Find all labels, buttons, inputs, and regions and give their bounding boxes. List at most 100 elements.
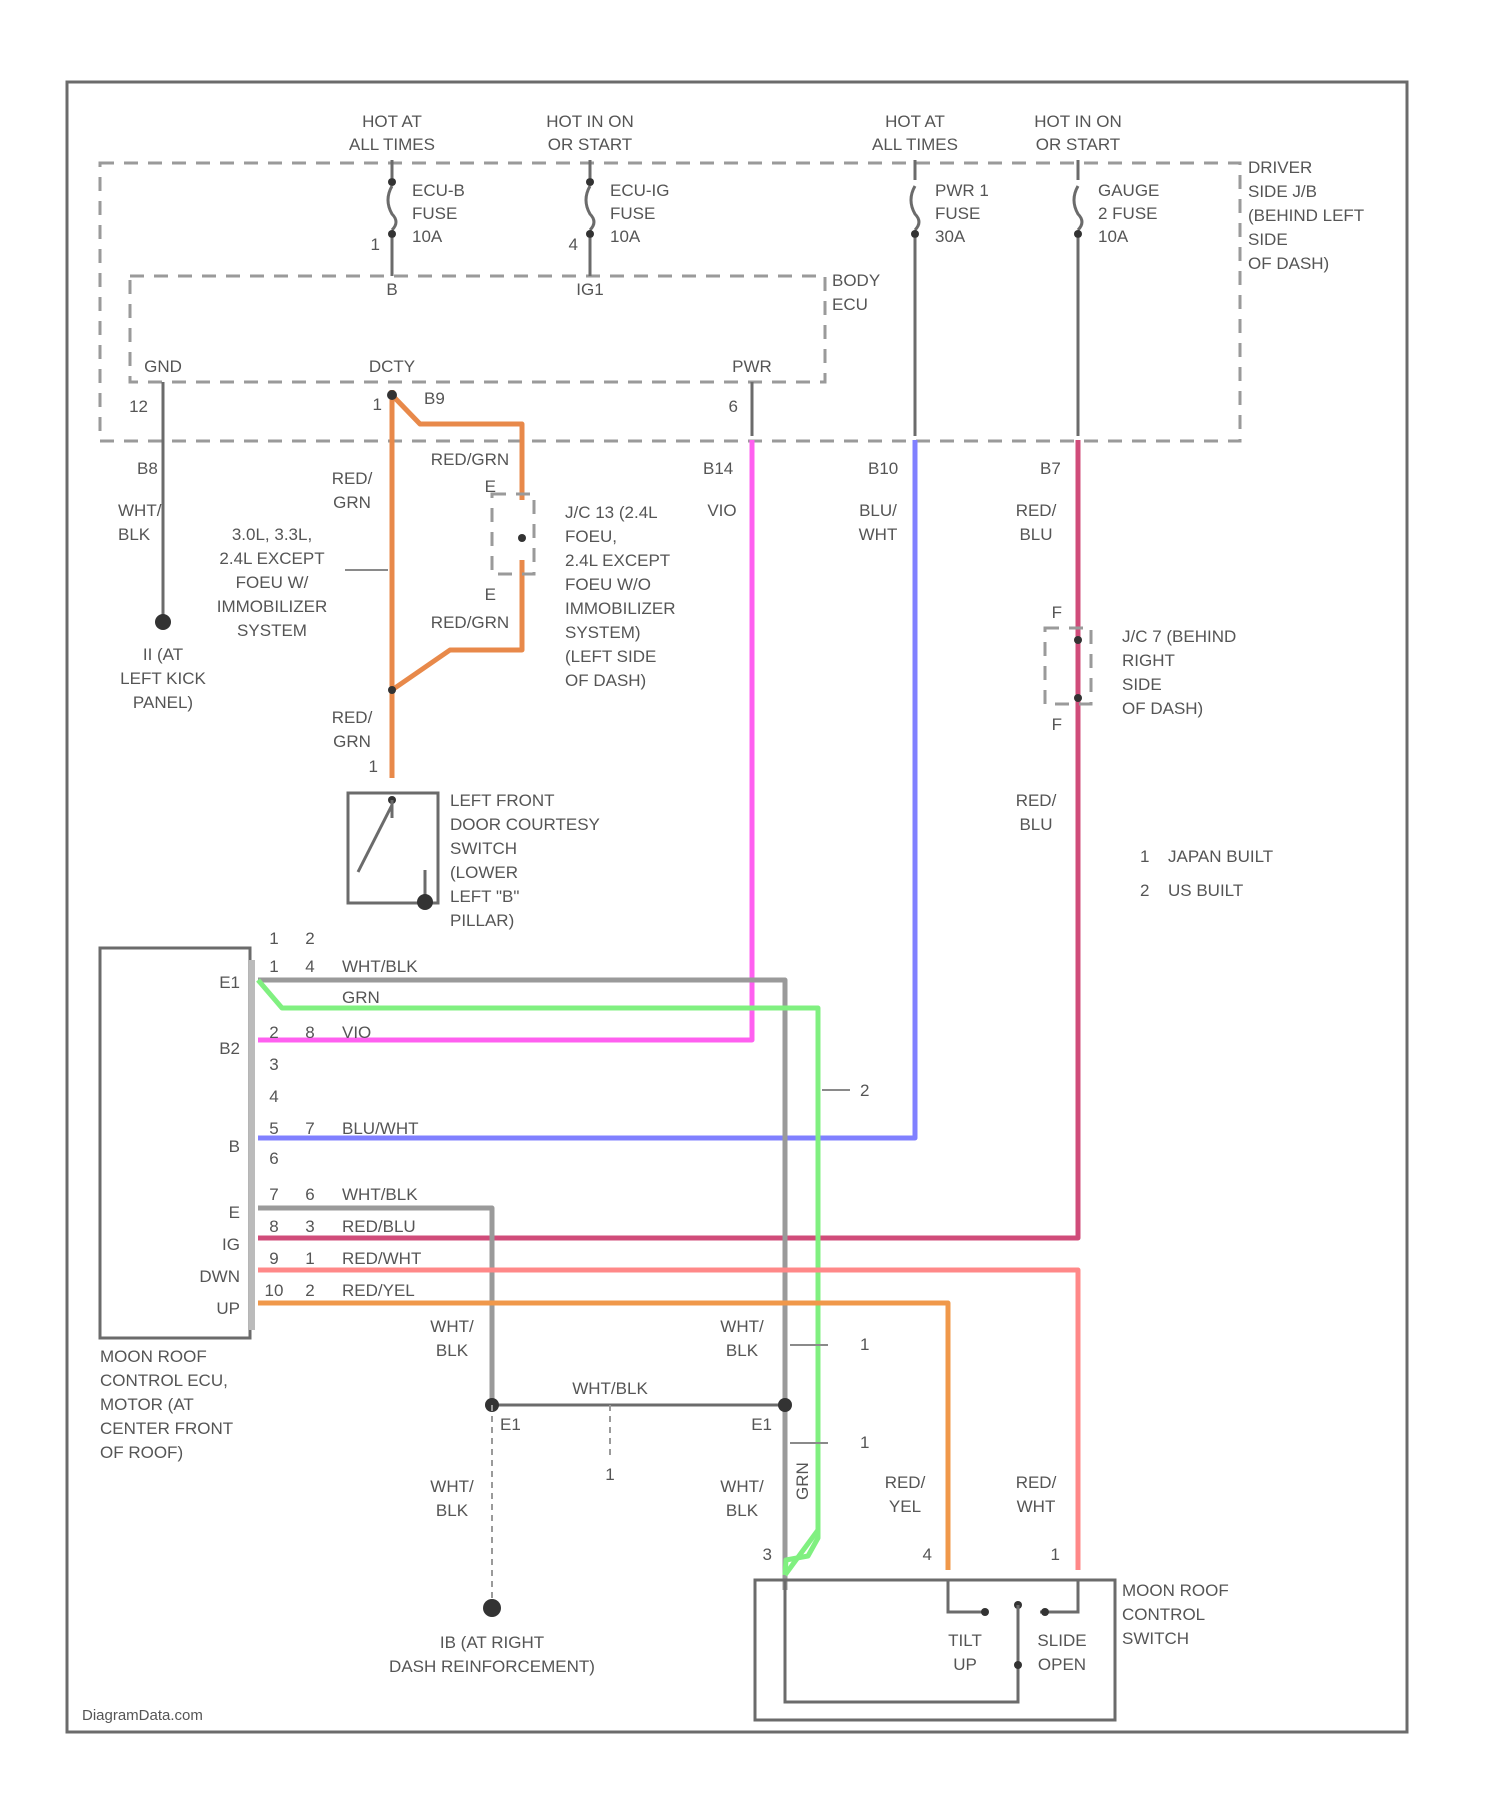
- svg-text:1: 1: [269, 957, 278, 976]
- body-ecu-label: BODY ECU: [832, 271, 880, 314]
- svg-text:VIO: VIO: [342, 1023, 371, 1042]
- svg-text:MOTOR (AT: MOTOR (AT: [100, 1395, 194, 1414]
- red-wht-wire: RED/ WHT 1: [258, 1270, 1078, 1570]
- svg-text:FUSE: FUSE: [610, 204, 655, 223]
- svg-text:10A: 10A: [412, 227, 443, 246]
- svg-text:GRN: GRN: [333, 493, 371, 512]
- svg-text:4: 4: [923, 1545, 932, 1564]
- connector-b14: B14: [703, 459, 733, 478]
- svg-text:CONTROL: CONTROL: [1122, 1605, 1205, 1624]
- svg-text:4: 4: [569, 235, 578, 254]
- svg-text:5: 5: [269, 1119, 278, 1138]
- svg-text:E: E: [485, 585, 496, 604]
- svg-text:2: 2: [269, 1023, 278, 1042]
- svg-text:RED/GRN: RED/GRN: [431, 450, 509, 469]
- ecu-pin-rows: E1 1 4 WHT/BLK GRN B2 2 8 VIO 3 4 B 5 7 …: [199, 957, 421, 1318]
- svg-text:SWITCH: SWITCH: [450, 839, 517, 858]
- svg-text:LEFT "B": LEFT "B": [450, 887, 519, 906]
- svg-text:2.4L EXCEPT: 2.4L EXCEPT: [565, 551, 670, 570]
- svg-text:BLK: BLK: [726, 1341, 759, 1360]
- svg-text:SIDE: SIDE: [1122, 675, 1162, 694]
- svg-text:OPEN: OPEN: [1038, 1655, 1086, 1674]
- vio-wire: VIO: [258, 440, 752, 1040]
- svg-text:ALL TIMES: ALL TIMES: [349, 135, 435, 154]
- svg-text:OR START: OR START: [548, 135, 632, 154]
- build-legend: 1 JAPAN BUILT 2 US BUILT: [1140, 847, 1273, 900]
- svg-text:1: 1: [269, 929, 278, 948]
- svg-text:CENTER FRONT: CENTER FRONT: [100, 1419, 233, 1438]
- svg-text:1: 1: [860, 1433, 869, 1452]
- svg-text:OF DASH): OF DASH): [1122, 699, 1203, 718]
- ground-ii-label: II (AT LEFT KICK PANEL): [120, 645, 206, 712]
- svg-text:LEFT KICK: LEFT KICK: [120, 669, 206, 688]
- svg-text:E: E: [229, 1203, 240, 1222]
- svg-text:BLU: BLU: [1019, 815, 1052, 834]
- connector-b8: B8: [137, 459, 158, 478]
- svg-text:SIDE J/B: SIDE J/B: [1248, 182, 1317, 201]
- svg-text:TILT: TILT: [948, 1631, 982, 1650]
- moon-roof-control-switch: TILT UP SLIDE OPEN MOON ROOF CONTROL SWI…: [755, 1580, 1229, 1720]
- svg-text:1: 1: [1051, 1545, 1060, 1564]
- body-ecu-dcty-terminal: DCTY 1 B9: [369, 357, 445, 414]
- svg-text:ECU-B: ECU-B: [412, 181, 465, 200]
- svg-text:FOEU W/: FOEU W/: [236, 573, 309, 592]
- svg-text:OR START: OR START: [1036, 135, 1120, 154]
- svg-text:SWITCH: SWITCH: [1122, 1629, 1189, 1648]
- svg-text:SLIDE: SLIDE: [1037, 1631, 1086, 1650]
- power-label-hot-in-on-2: HOT IN ON OR START: [1034, 112, 1122, 154]
- svg-text:8: 8: [269, 1217, 278, 1236]
- body-ecu-pwr-terminal: PWR 6: [729, 357, 772, 436]
- driver-side-jb-outline: [100, 163, 1240, 441]
- svg-text:WHT/: WHT/: [720, 1477, 764, 1496]
- svg-text:FOEU,: FOEU,: [565, 527, 617, 546]
- svg-text:OF DASH): OF DASH): [565, 671, 646, 690]
- svg-text:IG1: IG1: [576, 280, 603, 299]
- svg-text:WHT/: WHT/: [430, 1477, 474, 1496]
- svg-text:30A: 30A: [935, 227, 966, 246]
- svg-text:RED/: RED/: [332, 708, 373, 727]
- svg-text:3.0L, 3.3L,: 3.0L, 3.3L,: [232, 525, 312, 544]
- fuse-ecu-b: ECU-B FUSE 10A 1 B: [371, 160, 465, 299]
- svg-text:ALL TIMES: ALL TIMES: [872, 135, 958, 154]
- svg-text:9: 9: [269, 1249, 278, 1268]
- svg-text:WHT/: WHT/: [118, 501, 162, 520]
- svg-text:CONTROL ECU,: CONTROL ECU,: [100, 1371, 228, 1390]
- variant-note-3-0l: 3.0L, 3.3L, 2.4L EXCEPT FOEU W/ IMMOBILI…: [217, 525, 388, 640]
- svg-text:3: 3: [305, 1217, 314, 1236]
- svg-text:WHT/: WHT/: [720, 1317, 764, 1336]
- svg-text:UP: UP: [216, 1299, 240, 1318]
- svg-text:GND: GND: [144, 357, 182, 376]
- svg-text:SYSTEM): SYSTEM): [565, 623, 641, 642]
- svg-text:HOT AT: HOT AT: [362, 112, 422, 131]
- svg-text:YEL: YEL: [889, 1497, 921, 1516]
- svg-text:J/C 7 (BEHIND: J/C 7 (BEHIND: [1122, 627, 1236, 646]
- svg-text:E: E: [485, 477, 496, 496]
- svg-text:FUSE: FUSE: [412, 204, 457, 223]
- svg-text:3: 3: [269, 1055, 278, 1074]
- svg-text:B: B: [386, 280, 397, 299]
- watermark: DiagramData.com: [82, 1707, 203, 1724]
- svg-text:IMMOBILIZER: IMMOBILIZER: [217, 597, 328, 616]
- power-label-hot-at-all-times-2: HOT AT ALL TIMES: [872, 112, 958, 154]
- svg-text:B9: B9: [424, 389, 445, 408]
- svg-text:OF DASH): OF DASH): [1248, 254, 1329, 273]
- svg-text:IMMOBILIZER: IMMOBILIZER: [565, 599, 676, 618]
- svg-text:BLU: BLU: [1019, 525, 1052, 544]
- svg-text:WHT/BLK: WHT/BLK: [572, 1379, 648, 1398]
- svg-text:J/C 13 (2.4L: J/C 13 (2.4L: [565, 503, 658, 522]
- svg-text:DOOR COURTESY: DOOR COURTESY: [450, 815, 600, 834]
- ground-ib-label: IB (AT RIGHT DASH REINFORCEMENT): [389, 1633, 595, 1676]
- svg-text:1: 1: [1140, 847, 1149, 866]
- svg-text:E1: E1: [751, 1415, 772, 1434]
- svg-text:WHT/BLK: WHT/BLK: [342, 957, 418, 976]
- svg-text:BLK: BLK: [436, 1501, 469, 1520]
- svg-text:10A: 10A: [610, 227, 641, 246]
- svg-text:WHT: WHT: [859, 525, 898, 544]
- svg-text:VIO: VIO: [707, 501, 736, 520]
- svg-text:MOON ROOF: MOON ROOF: [1122, 1581, 1229, 1600]
- svg-text:BLU/: BLU/: [859, 501, 897, 520]
- svg-text:WHT: WHT: [1017, 1497, 1056, 1516]
- svg-text:DASH REINFORCEMENT): DASH REINFORCEMENT): [389, 1657, 595, 1676]
- svg-text:GRN: GRN: [342, 988, 380, 1007]
